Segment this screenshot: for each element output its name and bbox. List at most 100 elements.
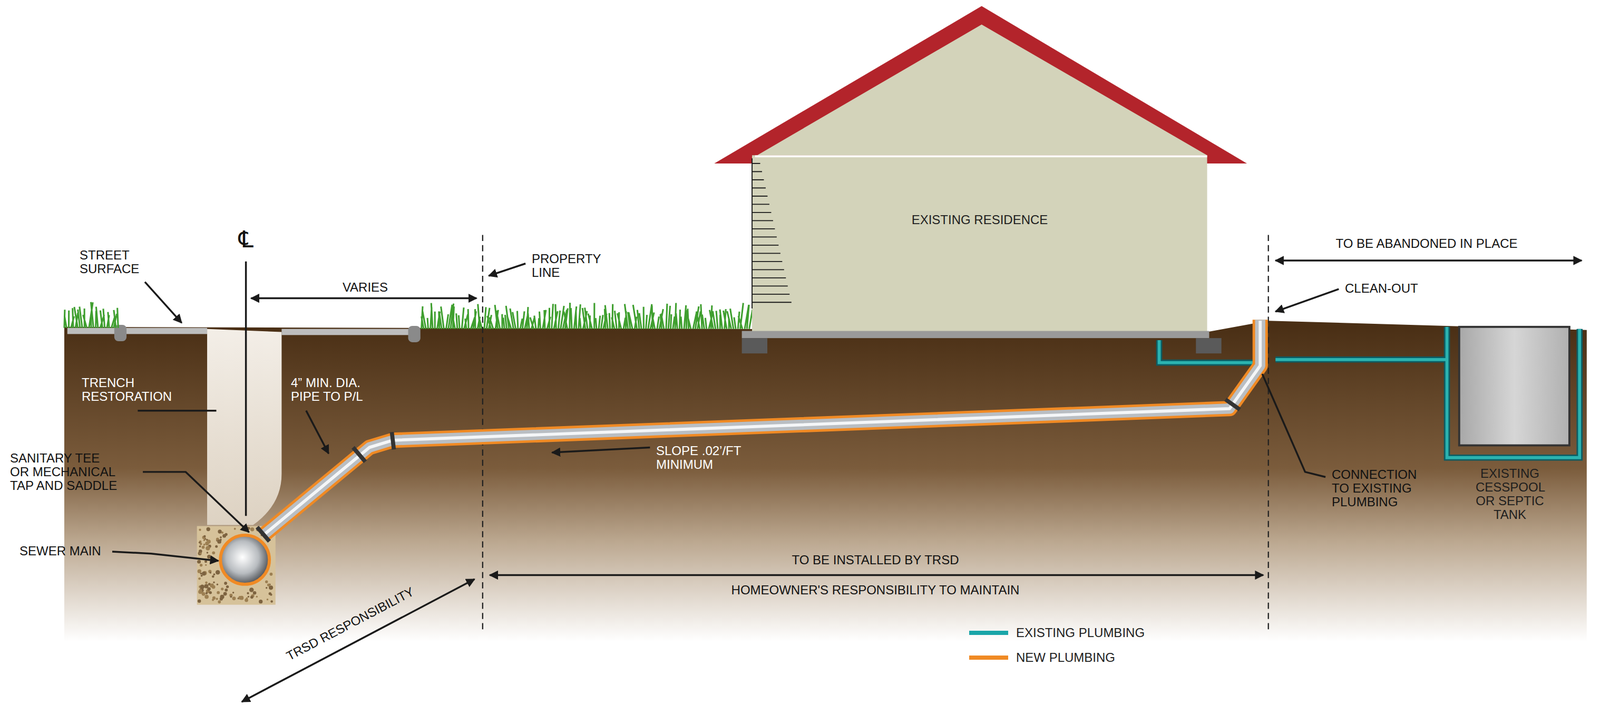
gravel-stone: [201, 571, 207, 576]
pipe-coupling: [1225, 398, 1240, 409]
gravel-stone: [219, 535, 222, 539]
gravel-stone: [209, 590, 212, 594]
siding-line: [752, 170, 763, 172]
gravel-stone: [252, 590, 257, 595]
roof: [714, 6, 1247, 164]
gravel-stone: [204, 594, 209, 599]
dimension-label: TO BE ABANDONED IN PLACE: [1335, 236, 1518, 251]
trench: [207, 328, 282, 525]
gravel-stone: [216, 597, 219, 600]
gravel-stone: [203, 539, 206, 541]
gravel-stone: [258, 599, 263, 603]
siding-line: [752, 195, 768, 197]
gravel-stone: [224, 532, 228, 536]
leader-line: [137, 409, 217, 412]
gravel-stone: [233, 527, 237, 530]
callout-label: TRENCH RESTORATION: [81, 375, 93, 404]
gravel-stone: [199, 552, 202, 555]
gravel-stone: [219, 594, 224, 599]
gravel-stone: [198, 551, 202, 555]
gravel-stone: [217, 529, 222, 533]
gravel-stone: [201, 545, 206, 549]
gravel-stone: [249, 587, 255, 592]
dimension-label: VARIES: [342, 280, 389, 295]
dimension-arrow: [250, 297, 477, 299]
siding-line: [752, 268, 785, 270]
siding-line: [752, 252, 781, 254]
gravel-stone: [221, 594, 224, 598]
siding-line: [752, 244, 779, 246]
legend-label: EXISTING PLUMBING: [1016, 625, 1145, 640]
siding-line: [752, 285, 788, 287]
gravel-stone: [266, 598, 269, 600]
gravel-stone: [198, 577, 201, 580]
legend-swatch: [969, 630, 1009, 635]
gravel-stone: [212, 596, 216, 600]
septic-tank-box: EXISTING CESSPOOL OR SEPTIC TANK: [1433, 324, 1587, 527]
centerline-symbol: ℄: [238, 226, 255, 252]
new-pipe-outline: [263, 319, 1261, 535]
gravel-stone: [207, 554, 211, 559]
gravel-stone: [215, 544, 218, 548]
gravel-stone: [267, 583, 270, 587]
ground-soil: [64, 320, 1587, 653]
siding-line: [752, 260, 783, 262]
dimension-arrow: [241, 578, 475, 701]
gravel-stone: [270, 599, 273, 603]
leader-line: [144, 281, 182, 323]
septic-tank: [1459, 326, 1570, 446]
centerline: [245, 261, 247, 516]
new-pipe: [263, 319, 1261, 535]
sewer-main: [220, 534, 270, 584]
gravel-stone: [223, 591, 228, 595]
gable: [757, 24, 1208, 155]
gravel-stone: [224, 588, 228, 592]
gravel-stone: [238, 595, 242, 600]
residence-box: EXISTING RESIDENCE: [752, 154, 1208, 332]
gravel-stone: [220, 587, 224, 590]
dimension-arrow: [489, 573, 1264, 576]
gravel-stone: [212, 581, 215, 583]
gravel-stone: [209, 583, 214, 588]
street-slab: [281, 328, 418, 336]
leader-line: [112, 551, 219, 561]
leader-line: [306, 410, 329, 454]
gravel-stone: [199, 540, 202, 543]
gravel-stone: [203, 583, 209, 589]
siding-line: [752, 162, 760, 164]
gravel-stone: [268, 591, 272, 595]
callout-label: STREET SURFACE: [79, 248, 92, 276]
gravel-stone: [249, 587, 252, 590]
gravel-stone: [204, 559, 208, 563]
gravel-stone: [250, 594, 254, 599]
gravel-stone: [205, 591, 208, 594]
gravel-stone: [215, 569, 221, 575]
siding-line: [752, 219, 774, 221]
callout-label: CONNECTION TO EXISTING PLUMBING: [1331, 467, 1413, 509]
callout-label: SEWER MAIN: [19, 543, 102, 558]
gravel-stone: [265, 586, 268, 589]
gravel-stone: [199, 544, 202, 548]
gravel-stone: [250, 527, 255, 531]
pipe-coupling: [392, 431, 395, 450]
legend-label: NEW PLUMBING: [1016, 650, 1116, 665]
gravel-stone: [268, 584, 273, 590]
gravel-stone: [265, 580, 268, 583]
existing-plumbing: [1159, 326, 1580, 458]
gravel-stone: [197, 568, 202, 573]
siding-line: [752, 293, 790, 295]
pipe-highlight: [263, 320, 1261, 535]
callout-label: PROPERTY LINE: [531, 251, 543, 280]
gravel-stone: [247, 526, 251, 530]
gravel-stone: [256, 595, 258, 598]
gravel-stone: [206, 551, 209, 553]
boundary-line: [1267, 235, 1270, 633]
eave-line: [755, 154, 1208, 158]
dimension-label: TRSD RESPONSIBILITY: [284, 583, 417, 663]
gravel-stone: [229, 595, 232, 598]
foundation: [742, 330, 1210, 339]
gravel-stone: [211, 574, 215, 578]
siding: [752, 158, 792, 309]
gravel-stone: [198, 528, 201, 531]
siding-line: [752, 277, 786, 279]
